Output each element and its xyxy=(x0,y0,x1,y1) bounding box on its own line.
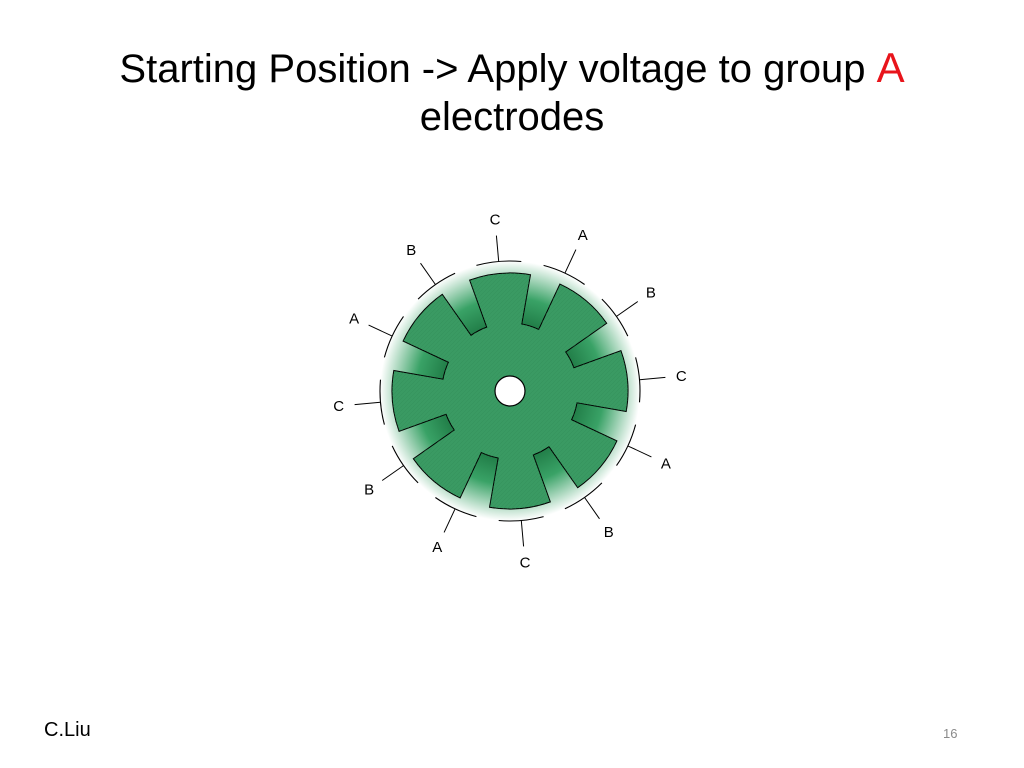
electrode-lead-5 xyxy=(627,445,652,458)
electrode-label-7: C xyxy=(520,554,531,571)
electrode-lead-6 xyxy=(584,497,600,520)
electrode-label-1: C xyxy=(490,212,501,229)
electrode-6 xyxy=(564,482,603,510)
title-accent-letter: A xyxy=(876,44,905,91)
electrode-label-9: B xyxy=(364,482,374,499)
page-number: 16 xyxy=(943,726,958,741)
electrode-lead-10 xyxy=(354,401,381,406)
electrode-2 xyxy=(543,264,585,285)
title-line2: electrodes xyxy=(419,95,605,139)
electrode-12 xyxy=(417,272,456,300)
electrode-9 xyxy=(391,445,419,484)
footer-author: C.Liu xyxy=(44,719,91,741)
electrode-label-10: C xyxy=(333,398,344,415)
electrode-lead-9 xyxy=(381,465,404,481)
electrode-lead-12 xyxy=(420,262,436,285)
electrode-lead-8 xyxy=(443,508,456,533)
electrode-label-8: A xyxy=(432,539,442,556)
electrode-5 xyxy=(616,424,637,466)
electrode-label-12: B xyxy=(406,242,416,259)
electrode-lead-11 xyxy=(368,324,393,337)
electrode-lead-2 xyxy=(564,249,577,274)
electrode-lead-1 xyxy=(495,235,500,262)
electrode-7 xyxy=(498,516,544,522)
electrode-label-4: C xyxy=(676,368,687,385)
electrode-lead-3 xyxy=(616,301,639,317)
title-main: Starting Position -> Apply voltage to gr… xyxy=(119,47,877,91)
electrode-11 xyxy=(383,316,404,358)
electrode-8 xyxy=(435,497,477,518)
electrode-lead-7 xyxy=(520,520,525,547)
electrodes: C A B C A B C A B C A B xyxy=(333,212,687,572)
electrode-label-2: A xyxy=(578,227,588,244)
electrode-3 xyxy=(601,298,629,337)
electrode-label-3: B xyxy=(646,284,656,301)
electrode-4 xyxy=(635,357,641,403)
slide-title: Starting Position -> Apply voltage to gr… xyxy=(0,44,1024,141)
electrode-10 xyxy=(379,379,385,425)
stator xyxy=(354,235,666,547)
electrode-label-11: A xyxy=(349,310,359,327)
rotor-shaft-hole xyxy=(494,375,526,407)
electrode-lead-4 xyxy=(639,376,666,381)
electrode-label-6: B xyxy=(604,524,614,541)
electrode-label-5: A xyxy=(661,456,671,473)
electrode-1 xyxy=(476,260,522,266)
